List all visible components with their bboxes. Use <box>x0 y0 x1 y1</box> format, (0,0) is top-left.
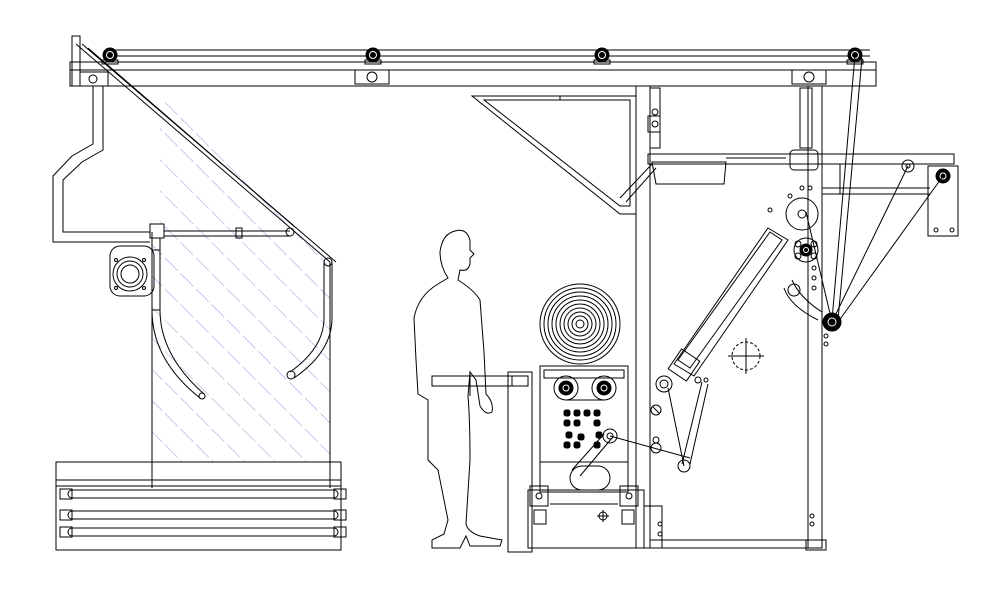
fabric-hatched-area <box>151 102 331 488</box>
fabric-roll <box>539 283 621 365</box>
right-lower-pulley <box>822 312 842 332</box>
roller-3 <box>59 526 347 538</box>
left-hose <box>149 223 290 400</box>
diagonal-guide-rail <box>75 43 337 263</box>
left-hood <box>52 86 150 243</box>
top-pulley-2 <box>364 47 382 65</box>
lever-arm <box>650 375 709 473</box>
cabinet-pulley-left <box>553 375 579 401</box>
inclined-bracket <box>619 161 727 203</box>
right-main-frame <box>635 85 823 549</box>
right-foot <box>643 505 827 551</box>
tension-cables <box>805 54 944 323</box>
side-arm <box>647 149 955 195</box>
work-counter <box>431 371 533 553</box>
roller-1 <box>59 488 347 500</box>
dial-wheel <box>728 338 764 374</box>
left-roller-table <box>55 461 342 551</box>
support-bracket <box>470 95 637 215</box>
inclined-conveyor <box>667 227 789 382</box>
top-pulley-1 <box>101 47 119 65</box>
ramp-top-pulley <box>783 197 823 321</box>
top-pulley-3 <box>593 47 611 65</box>
top-beam <box>69 35 877 87</box>
right-end-plate <box>901 159 959 237</box>
cabinet-base <box>527 485 645 549</box>
lower-drum <box>539 461 629 493</box>
right-hose <box>285 227 333 380</box>
cabinet-pulley-right <box>591 375 617 401</box>
roller-2 <box>59 509 347 521</box>
beam-bracket-left <box>354 69 390 85</box>
blower-unit <box>109 245 155 297</box>
beam-bracket-right <box>791 69 827 85</box>
control-buttons <box>563 409 603 449</box>
operator-figure <box>413 229 503 549</box>
